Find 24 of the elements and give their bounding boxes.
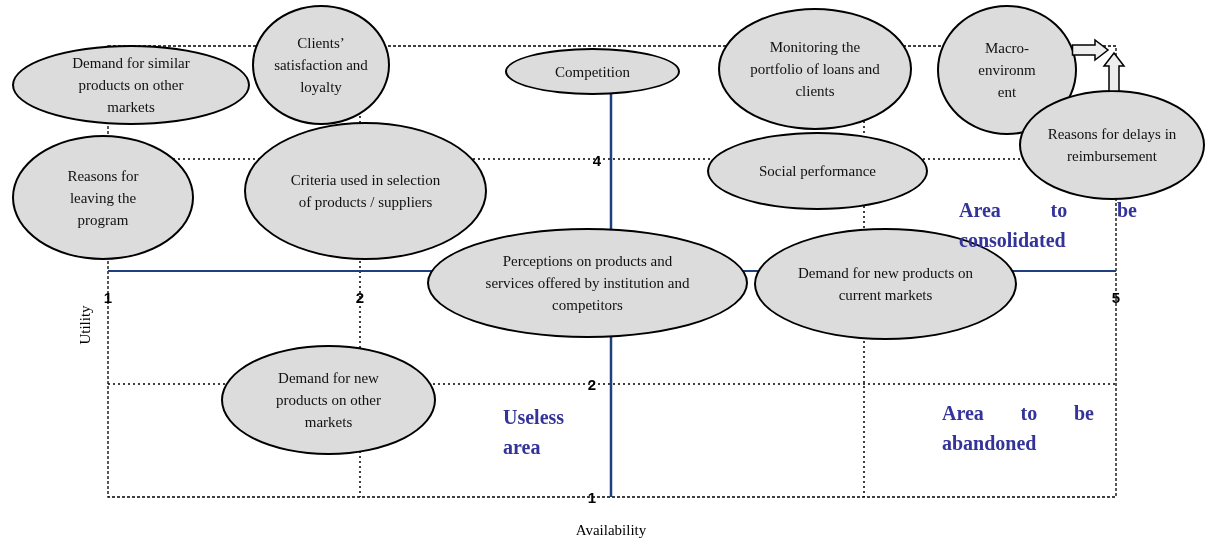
topic-label: Monitoring the portfolio of loans and clients [750, 38, 880, 101]
topic-label: Perceptions on products and services offered by institution and competitors [484, 252, 691, 315]
tick-label: 2 [587, 375, 597, 393]
topic-label: Criteria used in selection of products / suppliers [290, 171, 441, 212]
topic-label: Competition [554, 62, 631, 82]
topic-label: Demand for new products on other markets [275, 369, 382, 432]
tick-label: 4 [592, 151, 602, 169]
topic-label: Demand for new products on current markets [797, 264, 974, 305]
topic-label: Macro- environm ent [977, 39, 1037, 102]
tick-label: 2 [355, 288, 365, 306]
topic-label: Reasons for leaving the program [66, 166, 140, 230]
axis-title: Utility [76, 305, 94, 345]
tick-label: 1 [103, 288, 113, 306]
axis-title: Availability [575, 521, 647, 539]
topic-label: Social performance [758, 162, 877, 181]
topic-label: Clients’ satisfaction and loyalty [273, 34, 369, 97]
area-label: Area to be abandoned [942, 401, 1094, 456]
topic-label: Demand for similar products on other markets [71, 54, 191, 117]
block-arrow [1102, 51, 1126, 92]
area-label: Area to be consolidated [959, 198, 1137, 253]
block-arrow [1071, 38, 1110, 62]
tick-label: 5 [1111, 288, 1121, 306]
area-label: Useless area [503, 405, 566, 460]
topic-label: Reasons for delays in reimbursement [1046, 125, 1178, 166]
